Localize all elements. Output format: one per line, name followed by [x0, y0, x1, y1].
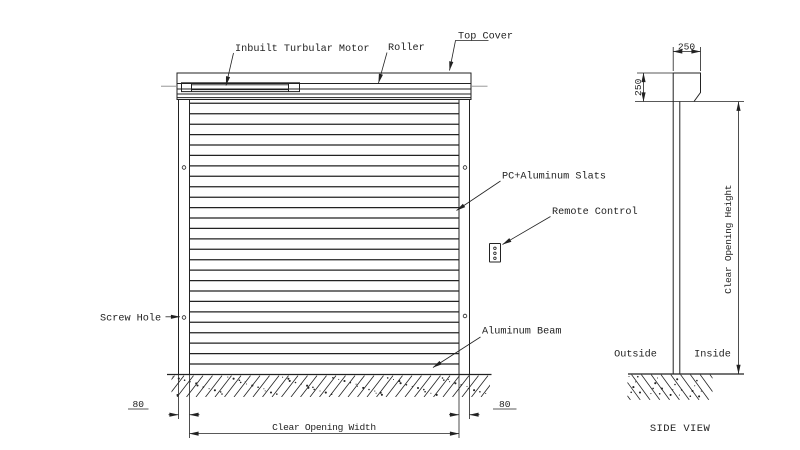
- screw-hole-icon: [181, 165, 187, 170]
- beam-leader: [432, 336, 481, 368]
- side-view: 250 250 Clear Opening Height Outside Ins…: [614, 42, 744, 435]
- dim-250-top: 250: [678, 42, 696, 53]
- callout-slats: PC+Aluminum Slats: [502, 171, 606, 183]
- screw-holes: [181, 165, 468, 320]
- callout-aluminum-beam: Aluminum Beam: [482, 326, 561, 338]
- motor-leader: [225, 52, 234, 86]
- screw-hole-icon: [181, 315, 187, 320]
- slats-leader: [456, 180, 501, 211]
- front-view: Inbuilt Turbular Motor Roller Top Cover …: [100, 32, 638, 438]
- callout-top-cover: Top Cover: [458, 32, 513, 43]
- roller-leader: [378, 52, 388, 84]
- top-cover-leader: [449, 40, 489, 71]
- front-ground-hatch: [171, 375, 490, 398]
- callout-remote-control: Remote Control: [552, 206, 638, 218]
- remote-leader: [502, 216, 551, 245]
- screw-hole-icon: [462, 165, 468, 170]
- dim-clear-opening-height: Clear Opening Height: [723, 101, 741, 375]
- dim-clear-opening-height-label: Clear Opening Height: [723, 185, 734, 294]
- callout-roller: Roller: [388, 42, 425, 54]
- label-inside: Inside: [694, 349, 731, 361]
- screw-hole-icon: [462, 313, 468, 319]
- side-housing-box: [672, 72, 701, 102]
- tubular-motor: [181, 82, 300, 93]
- label-outside: Outside: [614, 349, 657, 361]
- side-ground-hatch: [627, 374, 713, 400]
- dim-clear-opening-width: Clear Opening Width: [272, 422, 376, 433]
- front-dimensions: 80 80 Clear Opening Width: [128, 375, 517, 438]
- leader-lines: [165, 40, 551, 368]
- callout-inbuilt-motor: Inbuilt Turbular Motor: [235, 43, 370, 55]
- top-cover-box: [176, 72, 472, 100]
- dim-left-80: 80: [133, 399, 145, 410]
- dim-right-80: 80: [499, 399, 511, 410]
- dim-250-side: 250: [633, 78, 644, 96]
- top-cover-outline: [176, 72, 472, 100]
- slat-curtain: [189, 102, 459, 365]
- dim-left-250: 250: [633, 72, 673, 102]
- callout-screw-hole: Screw Hole: [100, 313, 161, 325]
- remote-control-icon: [489, 243, 501, 263]
- side-view-title: SIDE VIEW: [650, 423, 711, 435]
- dim-top-250: 250: [672, 42, 701, 71]
